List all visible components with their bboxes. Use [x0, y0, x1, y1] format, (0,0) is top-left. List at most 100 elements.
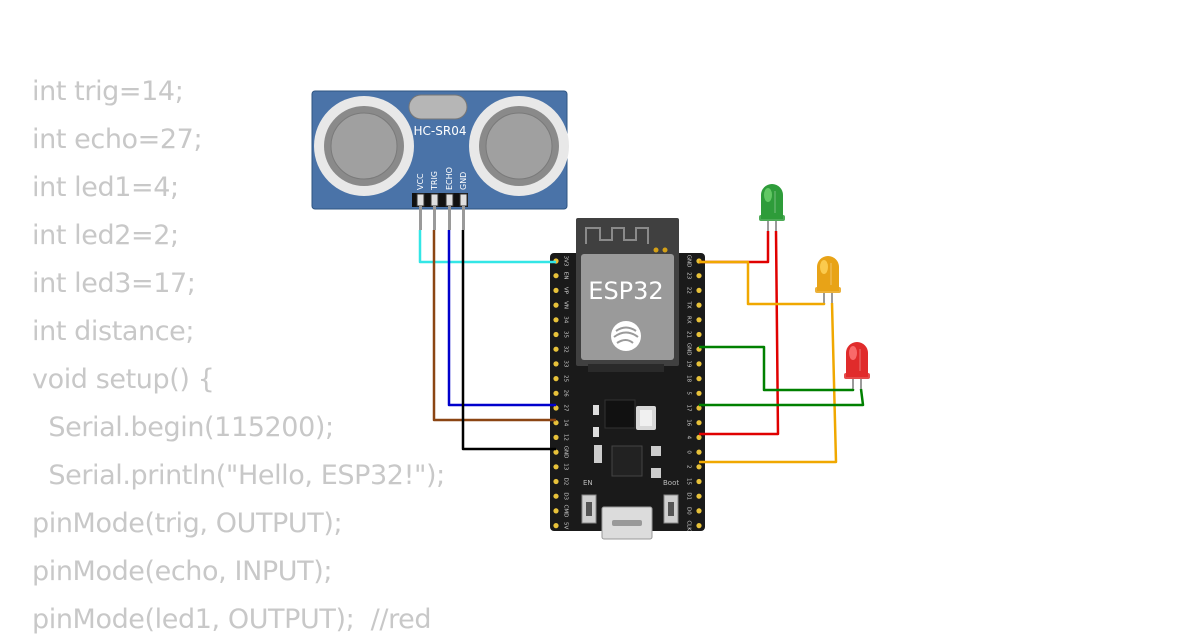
- board-pin-label: 17: [686, 405, 692, 412]
- wire-led-red: [699, 345, 855, 392]
- board-pin-left[interactable]: [553, 273, 559, 279]
- esp32-board[interactable]: ESP32 EN Boot 3V3ENVPVN34353233252627141…: [550, 218, 705, 540]
- en-label: EN: [583, 479, 593, 487]
- board-pin-left[interactable]: [553, 361, 559, 367]
- wire-vcc: [418, 230, 556, 264]
- code-line: void setup() {: [32, 364, 215, 395]
- board-pin-right[interactable]: [696, 361, 702, 367]
- board-pin-label: CMD: [563, 504, 569, 517]
- board-pin-left[interactable]: [553, 449, 559, 455]
- board-pin-label: VP: [563, 287, 569, 295]
- board-pin-label: 35: [563, 331, 569, 338]
- board-pin-label: 13: [563, 463, 569, 470]
- sensor-pin-label: VCC: [416, 173, 425, 190]
- board-pin-right[interactable]: [696, 302, 702, 308]
- led-body: [817, 256, 839, 291]
- board-pin-label: D1: [686, 492, 692, 500]
- led-highlight: [820, 260, 828, 274]
- board-pin-left[interactable]: [553, 376, 559, 382]
- board-pin-right[interactable]: [696, 508, 702, 514]
- board-pin-label: 19: [686, 360, 692, 367]
- sensor-pin-leg: [462, 206, 465, 230]
- led-red[interactable]: [844, 342, 870, 389]
- code-line: Serial.begin(115200);: [32, 412, 334, 443]
- board-pin-right[interactable]: [696, 390, 702, 396]
- sensor-pin[interactable]: [445, 193, 454, 207]
- board-pin-left[interactable]: [553, 478, 559, 485]
- board-pin-label: 0: [686, 450, 692, 454]
- board-pin-left[interactable]: [553, 493, 559, 499]
- code-line: int distance;: [32, 316, 195, 347]
- led-highlight: [849, 346, 857, 360]
- board-pin-right[interactable]: [696, 420, 702, 426]
- board-pin-left[interactable]: [553, 346, 559, 352]
- board-pin-left[interactable]: [553, 464, 559, 470]
- sensor-pin[interactable]: [416, 193, 425, 207]
- board-pin-label: VN: [563, 301, 569, 309]
- board-pin-right[interactable]: [696, 317, 702, 323]
- code-line: pinMode(echo, INPUT);: [32, 556, 333, 587]
- board-pin-left[interactable]: [553, 420, 559, 426]
- code-line: int echo=27;: [32, 124, 203, 155]
- sensor-pin-label: TRIG: [430, 171, 439, 191]
- board-pin-right[interactable]: [696, 287, 702, 293]
- code-line: int led1=4;: [32, 172, 179, 203]
- board-pin-right[interactable]: [696, 493, 702, 499]
- usb-chip: [611, 445, 643, 477]
- board-pin-left[interactable]: [553, 523, 559, 529]
- board-pin-right[interactable]: [696, 273, 702, 279]
- board-pin-label: 3V3: [563, 256, 569, 267]
- board-pin-label: RX: [686, 316, 692, 324]
- board-label: ESP32: [588, 277, 663, 305]
- board-pin-label: 15: [686, 478, 692, 485]
- board-pin-right[interactable]: [696, 434, 702, 440]
- board-pin-right[interactable]: [696, 523, 702, 529]
- board-pin-label: 14: [563, 419, 569, 426]
- code-line: int led3=17;: [32, 268, 196, 299]
- board-pin-label: 25: [563, 375, 569, 382]
- board-pin-left[interactable]: [553, 331, 559, 338]
- board-pin-label: 32: [563, 346, 569, 353]
- board-pin-label: 26: [563, 390, 569, 397]
- board-pin-right[interactable]: [696, 376, 702, 382]
- board-pin-label: GND: [686, 343, 692, 356]
- board-pin-left[interactable]: [553, 302, 559, 308]
- code-line: pinMode(trig, OUTPUT);: [32, 508, 343, 539]
- board-pin-label: 23: [686, 272, 692, 279]
- board-pin-right[interactable]: [696, 331, 702, 338]
- board-pin-left[interactable]: [553, 317, 559, 323]
- board-pin-label: GND: [563, 446, 569, 459]
- sensor-pin[interactable]: [430, 193, 439, 207]
- wire-gnd: [461, 230, 556, 451]
- board-pin-right[interactable]: [696, 405, 702, 411]
- board-pin-left[interactable]: [553, 287, 559, 293]
- board-pin-left[interactable]: [553, 390, 559, 396]
- board-pin-left[interactable]: [553, 405, 559, 411]
- wire-led-green-cathode: [699, 230, 780, 436]
- board-pin-label: 5: [686, 392, 692, 396]
- wire-led-green: [699, 231, 770, 264]
- board-pin-label: 27: [563, 405, 569, 412]
- board-pin-right[interactable]: [696, 478, 702, 485]
- board-pin-label: 33: [563, 360, 569, 367]
- code-line: int led2=2;: [32, 220, 179, 251]
- rf-shield: [581, 254, 674, 360]
- wire-trig: [432, 230, 556, 422]
- board-pin-label: 5V: [563, 522, 569, 529]
- board-pin-left[interactable]: [553, 434, 559, 440]
- code-line: int trig=14;: [32, 76, 184, 107]
- board-pin-label: 12: [563, 434, 569, 441]
- led-yellow[interactable]: [815, 256, 841, 303]
- board-pin-label: CLK: [686, 520, 692, 531]
- board-pin-label: 34: [563, 316, 569, 323]
- led-green[interactable]: [759, 184, 785, 231]
- wire-led-red-cathode: [699, 388, 865, 407]
- sensor-pin[interactable]: [459, 193, 468, 207]
- board-pin-left[interactable]: [553, 508, 559, 514]
- led-highlight: [764, 188, 772, 202]
- sensor-pin-label: ECHO: [445, 167, 454, 190]
- board-pin-right[interactable]: [696, 449, 702, 455]
- board-pin-right[interactable]: [696, 464, 702, 470]
